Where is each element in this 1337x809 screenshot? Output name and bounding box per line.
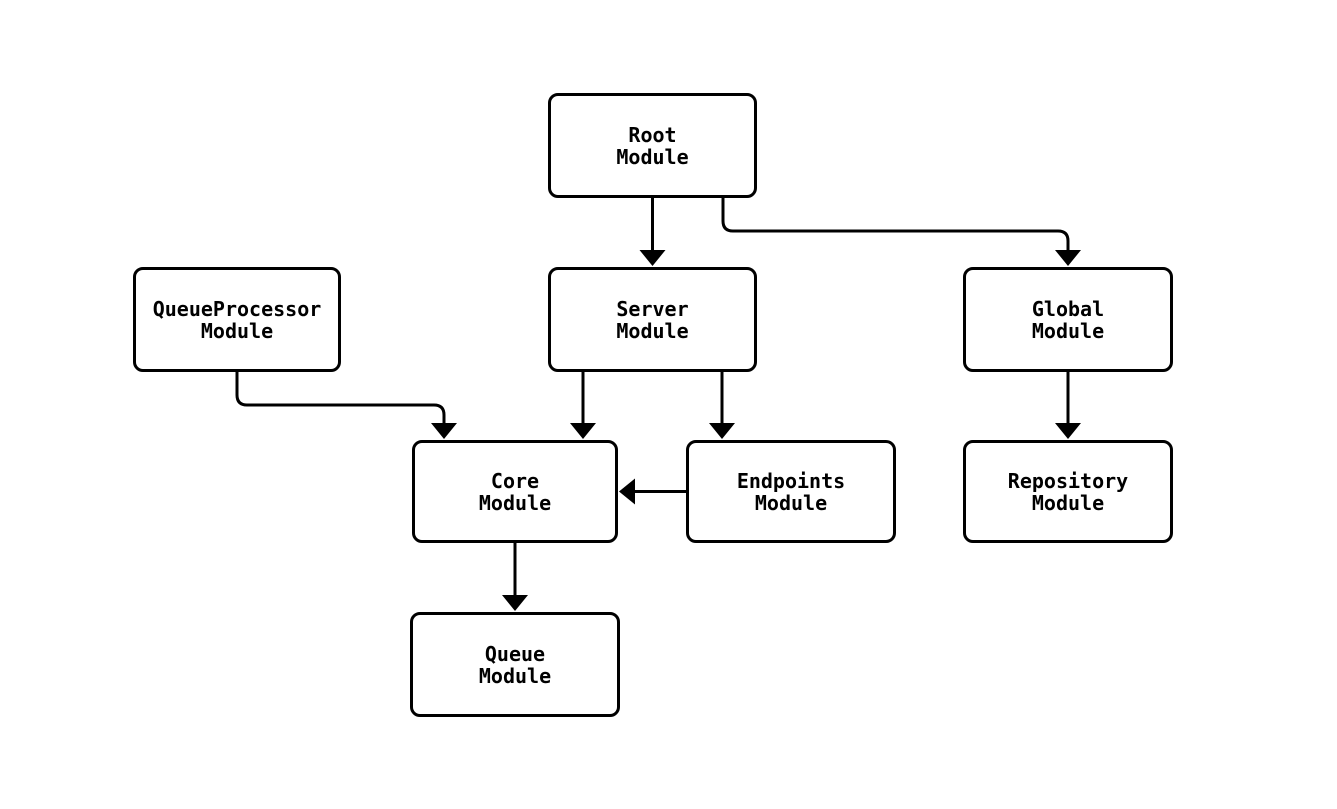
- node-label-line: QueueProcessor: [152, 296, 322, 321]
- node-label-line: Root: [628, 122, 677, 147]
- arrowhead-icon: [619, 478, 635, 505]
- node-core-module: Core Module: [412, 440, 618, 543]
- node-repository-module: Repository Module: [963, 440, 1173, 543]
- arrowhead-icon: [502, 595, 528, 611]
- edge-global-to-repository: [1055, 372, 1081, 439]
- node-label-line: Module: [478, 490, 552, 515]
- node-queueprocessor-module: QueueProcessor Module: [133, 267, 341, 372]
- node-root-module: Root Module: [548, 93, 757, 198]
- node-label-line: Module: [200, 318, 274, 343]
- node-label-line: Repository: [1007, 468, 1129, 493]
- edge-root-to-server: [639, 198, 666, 266]
- edge-root-to-global: [721, 198, 1081, 266]
- node-label-line: Queue: [484, 641, 546, 666]
- node-label-line: Endpoints: [736, 468, 846, 493]
- node-label-line: Module: [754, 490, 828, 515]
- node-label-line: Module: [616, 318, 689, 343]
- arrowhead-icon: [570, 423, 596, 439]
- edge-server-to-core: [570, 372, 596, 439]
- node-global-module: Global Module: [963, 267, 1173, 372]
- edge-line: [235, 372, 446, 425]
- node-label-line: Server: [616, 296, 689, 321]
- edge-queueprocessor-to-core: [235, 372, 457, 439]
- node-endpoints-module: Endpoints Module: [686, 440, 896, 543]
- edge-core-to-queue: [502, 543, 528, 611]
- arrowhead-icon: [431, 423, 457, 439]
- node-label-line: Module: [616, 144, 689, 169]
- edge-server-to-endpoints: [709, 372, 735, 439]
- node-server-module: Server Module: [548, 267, 757, 372]
- node-label-line: Module: [1031, 318, 1105, 343]
- node-queue-module: Queue Module: [410, 612, 620, 717]
- edge-endpoints-to-core: [619, 478, 686, 505]
- arrowhead-icon: [1055, 250, 1081, 266]
- arrowhead-icon: [1055, 423, 1081, 439]
- node-label-line: Module: [1031, 490, 1105, 515]
- arrowhead-icon: [709, 423, 735, 439]
- node-label-line: Module: [478, 663, 552, 688]
- arrowhead-icon: [639, 250, 666, 266]
- node-label-line: Core: [490, 468, 540, 493]
- edge-line: [721, 198, 1070, 252]
- node-label-line: Global: [1031, 296, 1105, 321]
